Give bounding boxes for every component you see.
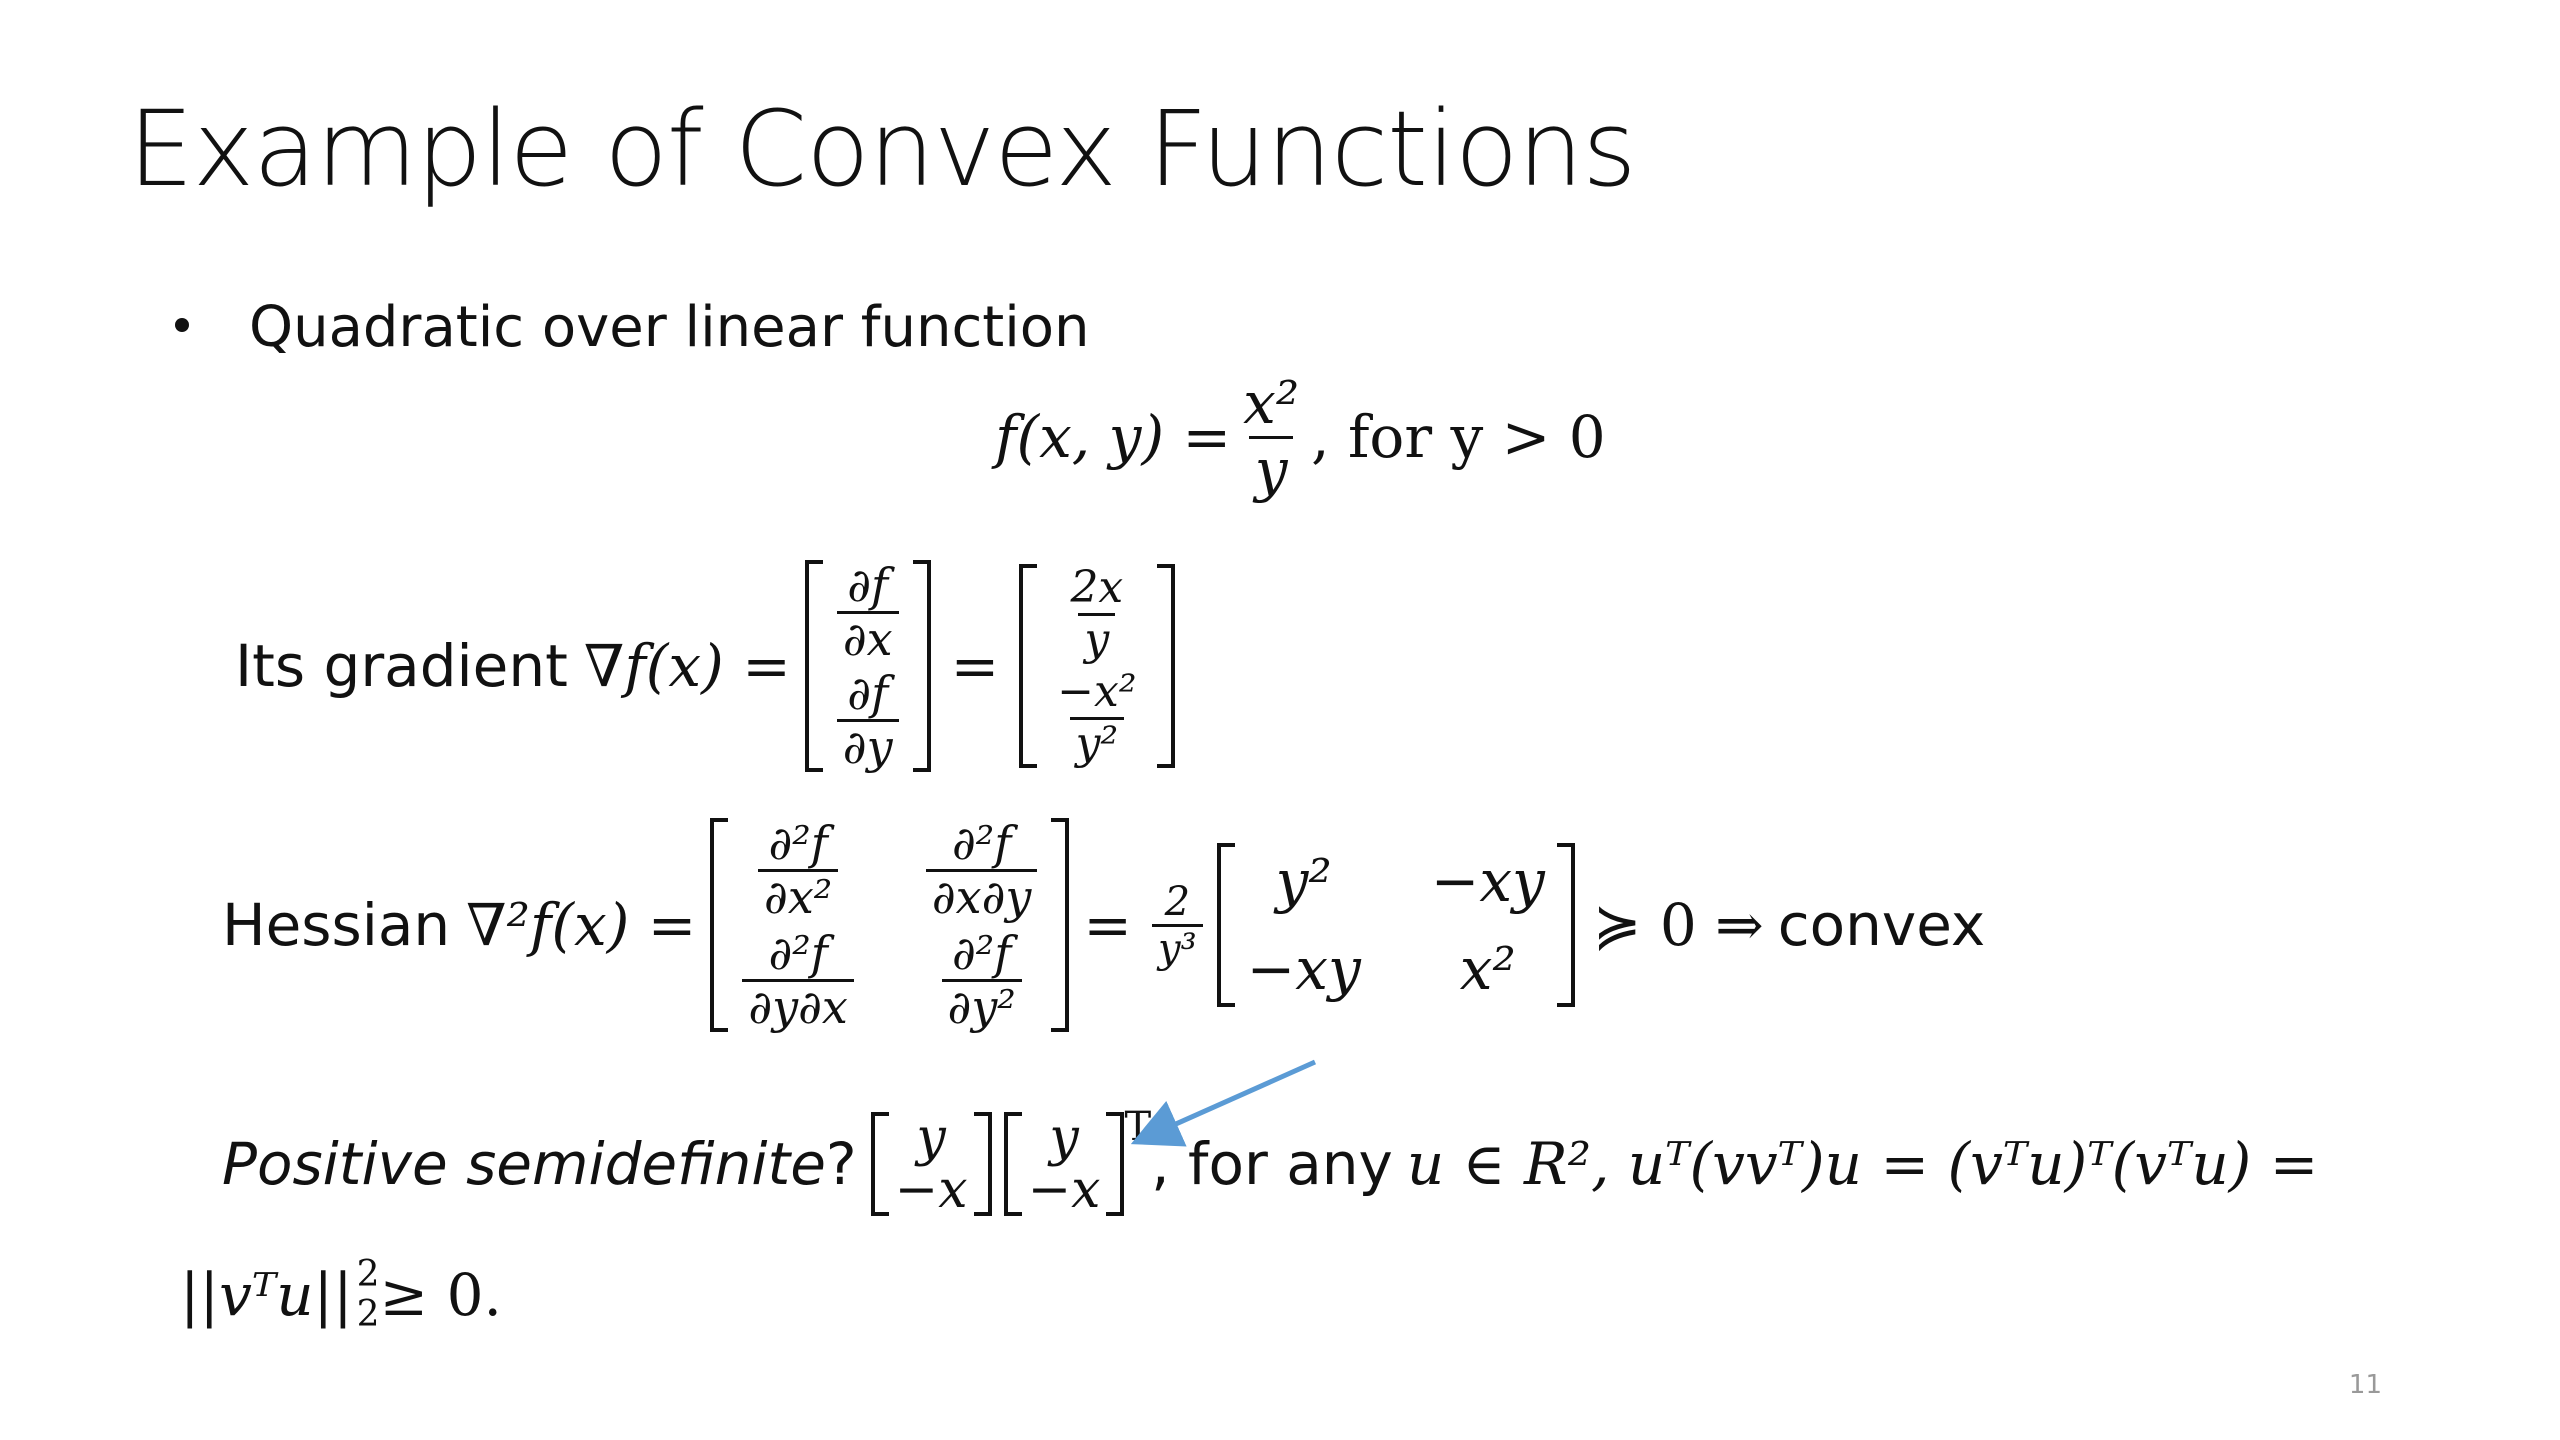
function-lhs: f(x, y) = [995, 403, 1232, 472]
hess-d2f-dydx: ∂²f∂y∂x [742, 928, 854, 1032]
hessian-coefficient: 2 y³ [1152, 880, 1203, 971]
hessian-line: Hessian ∇²f(x) = ∂²f∂x² ∂²f∂x∂y ∂²f∂y∂x … [222, 818, 1986, 1033]
function-definition: f(x, y) = x² y , for y > 0 [995, 369, 1606, 503]
psd-text: , for any [1151, 1130, 1393, 1198]
bullet-item: Quadratic over linear function [175, 295, 1090, 360]
function-condition: , for y > 0 [1311, 403, 1606, 472]
slide-title: Example of Convex Functions [128, 88, 1637, 210]
hm-11: y² [1275, 847, 1332, 916]
hessian-matrix-values: y² −xy −xy x² [1216, 843, 1575, 1008]
grad-df-dx: ∂f∂x [836, 560, 899, 664]
vector-v-transpose: y −x [1003, 1112, 1125, 1216]
transpose-symbol: T [1124, 1104, 1152, 1150]
norm-line: ||vᵀu|| 2 2 ≥ 0. [180, 1255, 502, 1334]
psd-math: u ∈ R², uᵀ(vvᵀ)u = (vᵀu)ᵀ(vᵀu) = [1406, 1130, 2319, 1198]
psd-line: Positive semidefinite ? y −x y −x T , fo… [222, 1104, 2319, 1216]
function-fraction: x² y [1237, 369, 1305, 503]
equals-sign: = [950, 632, 1000, 701]
gradient-symbol: ∇f(x) = [583, 632, 791, 701]
grad-df-dy: ∂f∂y [836, 668, 899, 772]
psd-implies: ≽ 0 ⇒ [1592, 891, 1764, 960]
norm-tail: ≥ 0. [379, 1260, 502, 1329]
psd-question-mark: ? [825, 1130, 857, 1198]
function-numerator: x² [1243, 369, 1300, 437]
hm-12: −xy [1430, 847, 1545, 916]
hess-d2f-dy2: ∂²f∂y² [941, 928, 1022, 1032]
hess-d2f-dxdy: ∂²f∂x∂y [925, 818, 1038, 922]
function-denominator: y [1248, 435, 1294, 503]
equals-sign: = [1083, 891, 1133, 960]
hm-21: −xy [1246, 935, 1361, 1004]
hessian-label: Hessian [222, 891, 451, 960]
page-number: 11 [2348, 1370, 2382, 1400]
hessian-symbol: ∇²f(x) = [466, 891, 697, 960]
norm-expression: ||vᵀu|| [180, 1260, 353, 1329]
norm-indices: 2 2 [356, 1254, 380, 1335]
psd-question: Positive semidefinite [222, 1130, 826, 1198]
gradient-label: Its gradient [235, 632, 568, 701]
gradient-matrix-partials: ∂f∂x ∂f∂y [804, 560, 931, 773]
vector-v: y −x [870, 1112, 992, 1216]
bullet-dot-icon [175, 317, 189, 332]
hessian-matrix-partials: ∂²f∂x² ∂²f∂x∂y ∂²f∂y∂x ∂²f∂y² [710, 818, 1070, 1033]
bullet-text: Quadratic over linear function [249, 295, 1090, 360]
hess-d2f-dx2: ∂²f∂x² [758, 818, 839, 922]
hm-22: x² [1459, 935, 1516, 1004]
convex-word: convex [1777, 891, 1986, 960]
